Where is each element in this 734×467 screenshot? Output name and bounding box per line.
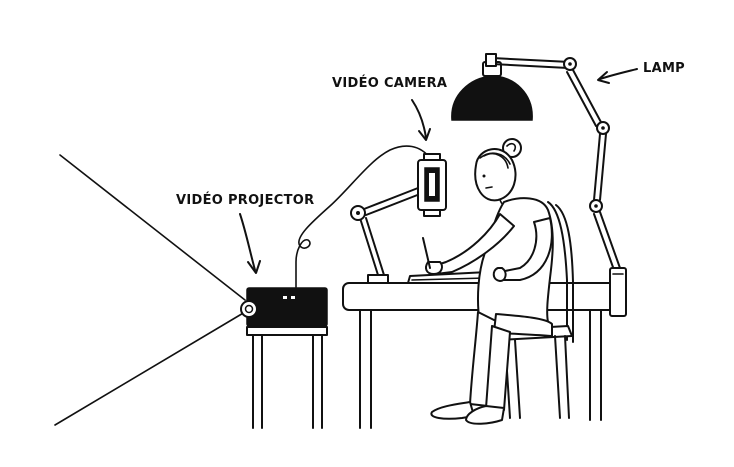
video-camera (417, 153, 447, 217)
video-projector-label: VIDÉO PROJECTOR (176, 192, 314, 208)
woman-figure (422, 138, 554, 425)
paper-sheet (407, 271, 491, 284)
projector-table (246, 326, 328, 429)
video-camera-label: VIDÉO CAMERA (332, 75, 447, 91)
camera-stand (350, 187, 421, 284)
label-lamp: LAMP (597, 61, 685, 84)
projection-beam (54, 154, 246, 426)
label-video-camera: VIDÉO CAMERA (332, 75, 447, 141)
lamp-label: LAMP (643, 61, 685, 76)
lamp (451, 53, 627, 317)
video-projector (240, 145, 431, 327)
label-video-projector: VIDÉO PROJECTOR (176, 192, 314, 274)
